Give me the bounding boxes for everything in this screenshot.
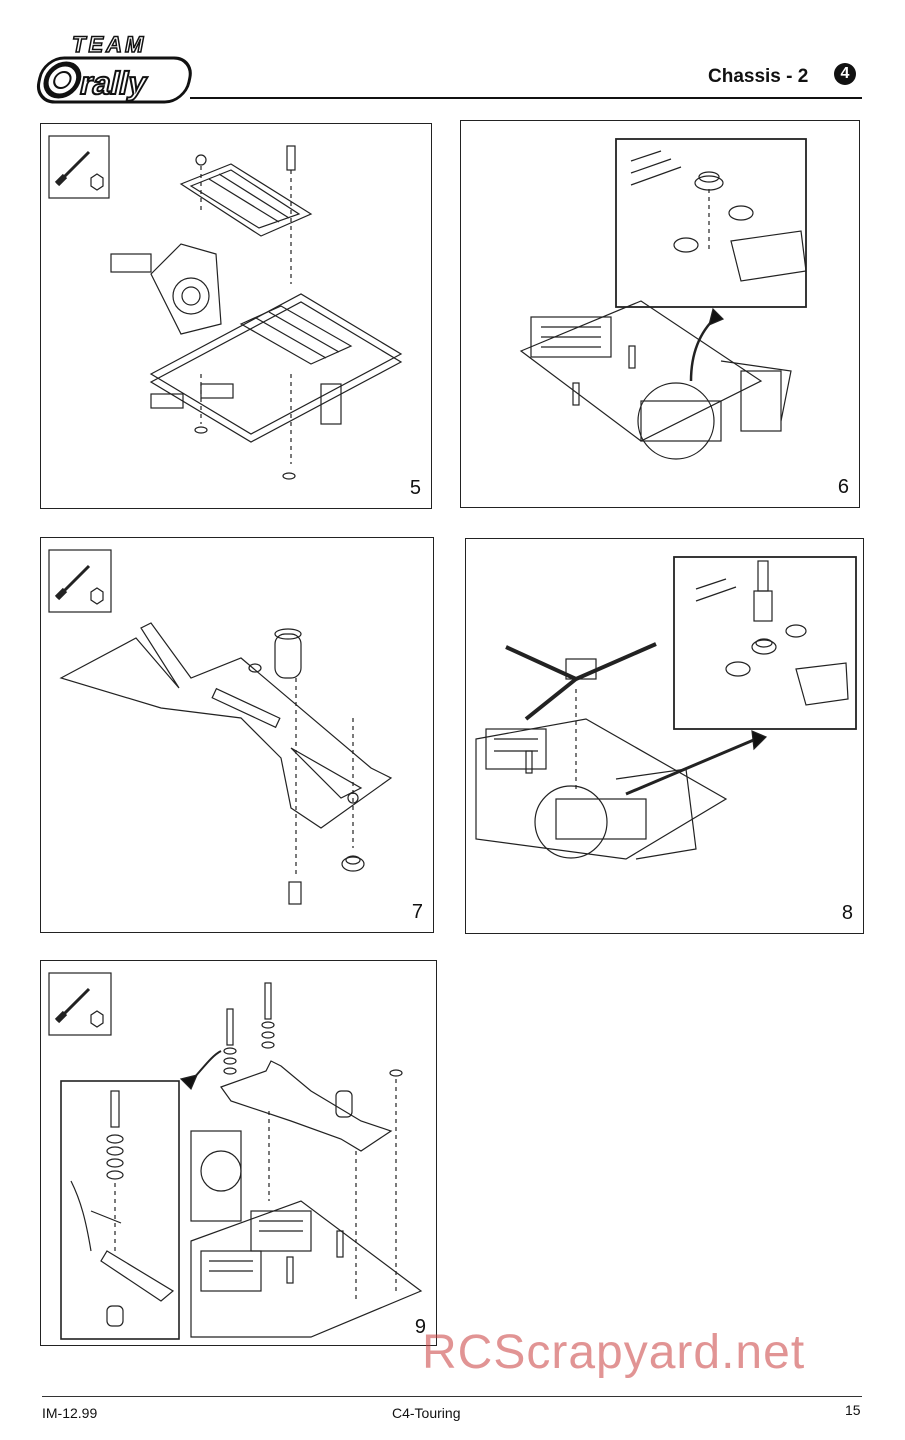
footer-rule: [42, 1396, 862, 1397]
team-corally-logo: TEAM rally: [28, 30, 208, 110]
step-9-panel: 9: [40, 960, 437, 1346]
svg-text:TEAM: TEAM: [72, 32, 146, 57]
section-title: Chassis - 2: [708, 66, 809, 87]
step-6-illustration: [519, 138, 807, 460]
step-7-illustration: [48, 549, 393, 905]
footer-model: C4-Touring: [392, 1405, 461, 1421]
step-8-number: 8: [841, 902, 853, 924]
section-number-badge: 4: [834, 63, 856, 85]
footer-page-number: 15: [845, 1402, 861, 1418]
svg-text:rally: rally: [77, 65, 150, 101]
step-7-panel: 7: [40, 537, 434, 933]
footer-doc-code: IM-12.99: [42, 1405, 98, 1421]
step-8-illustration: [475, 556, 857, 860]
step-9-illustration: [48, 972, 423, 1340]
step-6-panel: 6: [460, 120, 860, 508]
step-6-number: 6: [837, 476, 849, 498]
step-8-panel: 8: [465, 538, 864, 934]
tool-box: [48, 135, 110, 199]
step-5-number: 5: [409, 477, 421, 499]
step-5-illustration: [48, 135, 403, 480]
step-9-number: 9: [414, 1316, 426, 1338]
watermark: RCScrapyard.net: [422, 1326, 806, 1379]
step-5-panel: 5: [40, 123, 432, 509]
header-rule: [190, 97, 862, 99]
step-7-number: 7: [411, 901, 423, 923]
